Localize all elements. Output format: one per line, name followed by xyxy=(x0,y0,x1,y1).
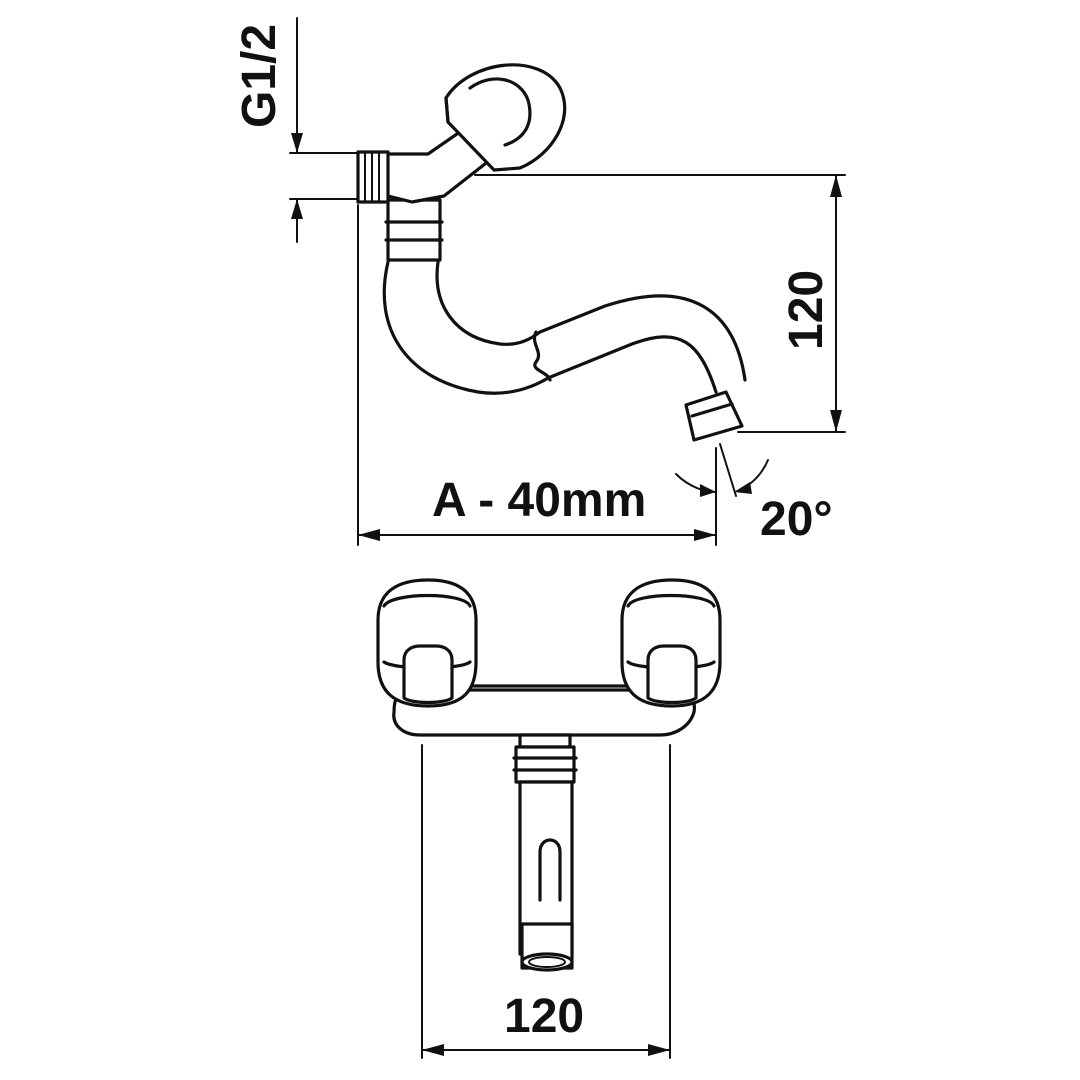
handle-side xyxy=(444,63,567,172)
thread-dimension xyxy=(289,17,359,243)
handle-left xyxy=(376,578,478,708)
height-dimension xyxy=(474,174,846,433)
handle-right xyxy=(620,578,722,708)
front-view: 120 xyxy=(376,578,722,1059)
valve-body xyxy=(378,123,492,262)
offset-label: A - 40mm xyxy=(432,474,646,527)
height-label: 120 xyxy=(780,270,833,350)
offset-dimension xyxy=(357,204,717,546)
angle-dimension xyxy=(675,443,769,497)
side-view: G1/2 120 A - 40mm 20° xyxy=(233,17,846,546)
spout-coupling xyxy=(512,733,578,784)
spacing-label: 120 xyxy=(504,990,584,1043)
thread-connector xyxy=(356,150,390,204)
s-spout xyxy=(382,260,747,442)
thread-size-label: G1/2 xyxy=(233,24,286,128)
front-spout xyxy=(518,780,574,972)
spacing-dimension xyxy=(421,744,671,1059)
angle-label: 20° xyxy=(760,493,833,546)
